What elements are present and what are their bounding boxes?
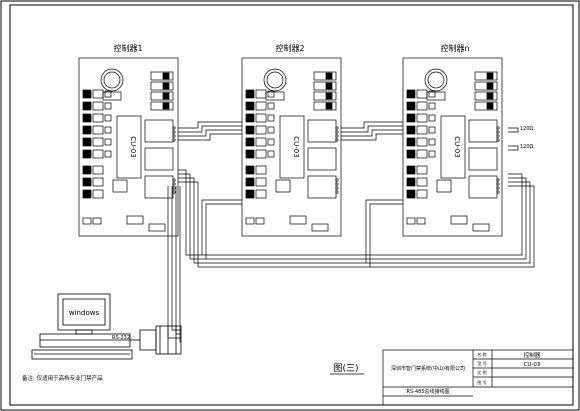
pc-base <box>39 333 131 348</box>
terminal-block <box>307 119 337 143</box>
controller-2-title: 控制器2 <box>275 43 304 53</box>
cpu-chip-label: CU-03 <box>453 136 461 157</box>
inner-frame <box>9 4 574 406</box>
controller-board-2: CU-03 <box>241 57 342 237</box>
rs232-label: RS-232 <box>112 335 130 341</box>
jumper <box>148 223 166 232</box>
tb-value-name: 控制器 <box>524 351 541 359</box>
terminal-block <box>307 175 337 199</box>
terminal-block <box>144 147 174 171</box>
jumper <box>311 223 329 232</box>
tb-label-name: 名 称 <box>477 351 486 357</box>
monitor-screen <box>62 298 106 326</box>
cpu-chip <box>440 115 466 179</box>
pc-computer <box>31 293 133 360</box>
rs232-485-converter <box>130 325 182 355</box>
resistor-label-1: 120Ω <box>520 126 534 132</box>
terminal-block <box>144 175 174 199</box>
dip-switch <box>112 179 128 193</box>
terminating-resistors <box>508 127 519 151</box>
dip-switch <box>275 179 291 193</box>
tb-label-sheet: 图 号 <box>477 379 486 385</box>
tb-label-scale: 比 例 <box>477 369 486 375</box>
tb-label-model: 型 号 <box>477 360 486 366</box>
terminal-block <box>144 119 174 143</box>
screen-text: windows <box>69 309 100 317</box>
rs485-bus-wiring <box>167 121 535 343</box>
terminal-block <box>468 175 498 199</box>
monitor-stand <box>75 329 93 335</box>
terminal-block <box>468 119 498 143</box>
battery-icon <box>424 68 448 92</box>
keyboard <box>31 349 133 360</box>
cpu-chip <box>116 115 142 179</box>
resistor-label-2: 120Ω <box>520 144 534 150</box>
cpu-chip-label: CU-03 <box>129 136 137 157</box>
tb-value-model: CU-03 <box>524 362 541 368</box>
battery-icon <box>263 68 287 92</box>
terminal-block <box>468 147 498 171</box>
title-block <box>382 349 574 406</box>
cpu-chip-label: CU-03 <box>292 136 300 157</box>
dip-switch <box>436 179 452 193</box>
controller-board-1: CU-03 <box>78 57 179 237</box>
note-text: 备注: 仅适用于高档专业门禁产品 <box>22 374 103 382</box>
terminal-block <box>307 147 337 171</box>
tb-company: 深圳市智门禁系统(中山)有限公司 <box>391 365 465 372</box>
tb-drawing-title: RS-485总线接线图 <box>407 388 450 395</box>
controller-board-3: CU-03 <box>402 57 503 237</box>
figure-caption: 图(三) <box>333 363 358 374</box>
cpu-chip <box>279 115 305 179</box>
controller-n-title: 控制器n <box>440 43 469 53</box>
controller-1-title: 控制器1 <box>113 43 142 53</box>
battery-icon <box>100 68 124 92</box>
jumper <box>472 223 490 232</box>
